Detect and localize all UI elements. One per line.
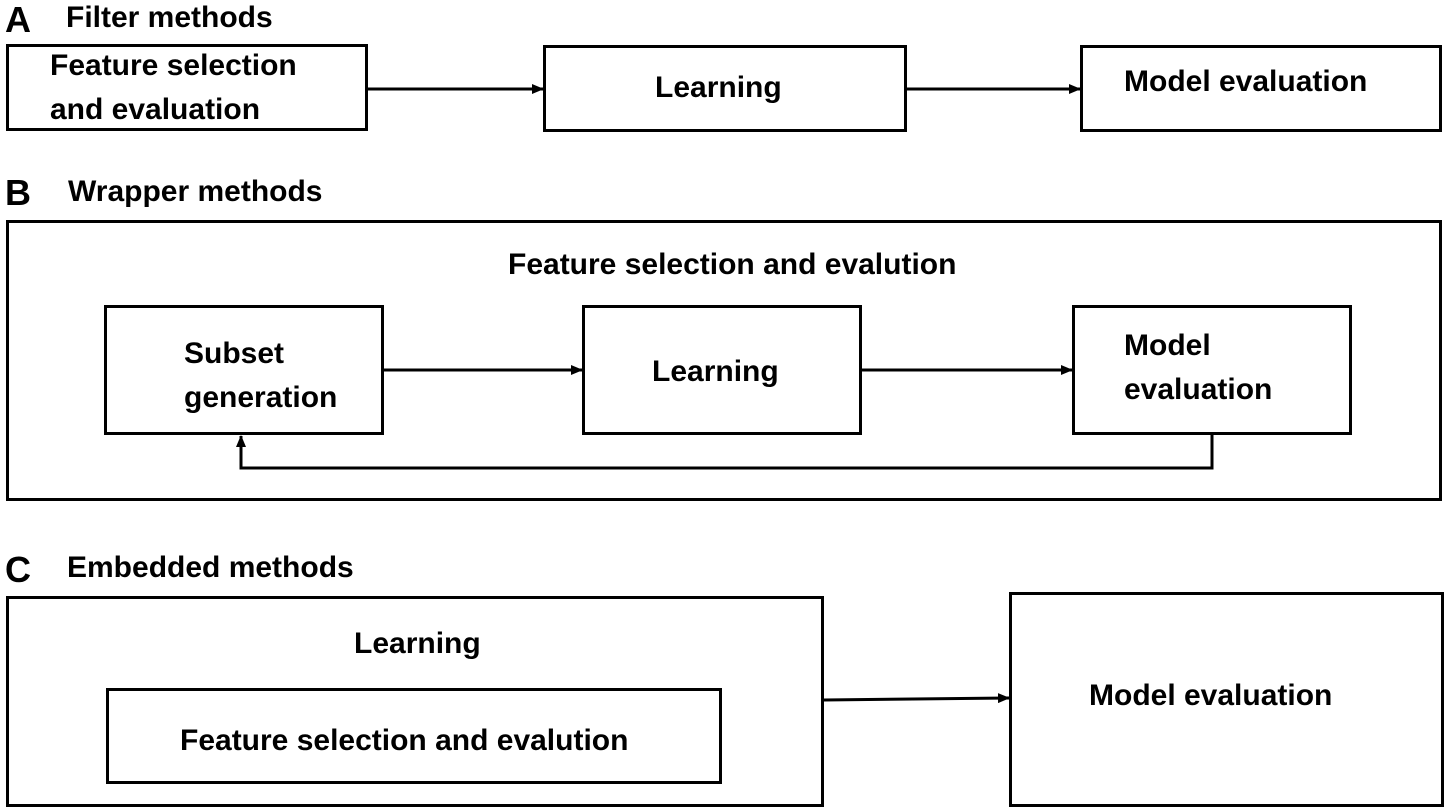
wrapper-model-evaluation-label: Model evaluation (1124, 324, 1272, 412)
wrapper-subset-generation-line1: Subset (184, 337, 285, 370)
arrow-embedded-learning-to-evaluation (823, 693, 1010, 704)
embedded-model-evaluation-label: Model evaluation (1089, 679, 1333, 712)
embedded-feature-selection-label: Feature selection and evalution (180, 724, 629, 757)
panel-a-letter: A (5, 0, 31, 40)
wrapper-model-evaluation-box (1072, 305, 1352, 435)
embedded-feature-selection-box (106, 688, 722, 784)
panel-b-letter: B (5, 172, 31, 213)
wrapper-learning-label: Learning (652, 355, 779, 388)
wrapper-learning-box (582, 305, 862, 435)
embedded-model-evaluation-box (1009, 592, 1444, 807)
panel-c-letter: C (5, 549, 31, 590)
filter-model-evaluation-label: Model evaluation (1124, 65, 1368, 98)
filter-learning-label: Learning (655, 71, 782, 104)
filter-feature-selection-box (6, 44, 368, 131)
filter-feature-selection-line2: and evaluation (50, 93, 261, 126)
wrapper-model-evaluation-line2: evaluation (1124, 373, 1273, 406)
embedded-learning-label: Learning (354, 627, 481, 660)
filter-feature-selection-label: Feature selection and evaluation (50, 44, 297, 132)
wrapper-subset-generation-box (104, 305, 384, 435)
panel-a-title: Filter methods (66, 1, 273, 34)
wrapper-subset-generation-label: Subset generation (184, 332, 337, 420)
filter-feature-selection-line1: Feature selection (50, 49, 297, 82)
wrapper-outer-label: Feature selection and evalution (508, 248, 957, 281)
wrapper-subset-generation-line2: generation (184, 381, 338, 414)
wrapper-model-evaluation-line1: Model (1124, 329, 1211, 362)
panel-c-title: Embedded methods (67, 551, 354, 584)
filter-model-evaluation-box (1080, 45, 1442, 132)
panel-b-title: Wrapper methods (68, 175, 323, 208)
filter-learning-box (543, 45, 907, 132)
